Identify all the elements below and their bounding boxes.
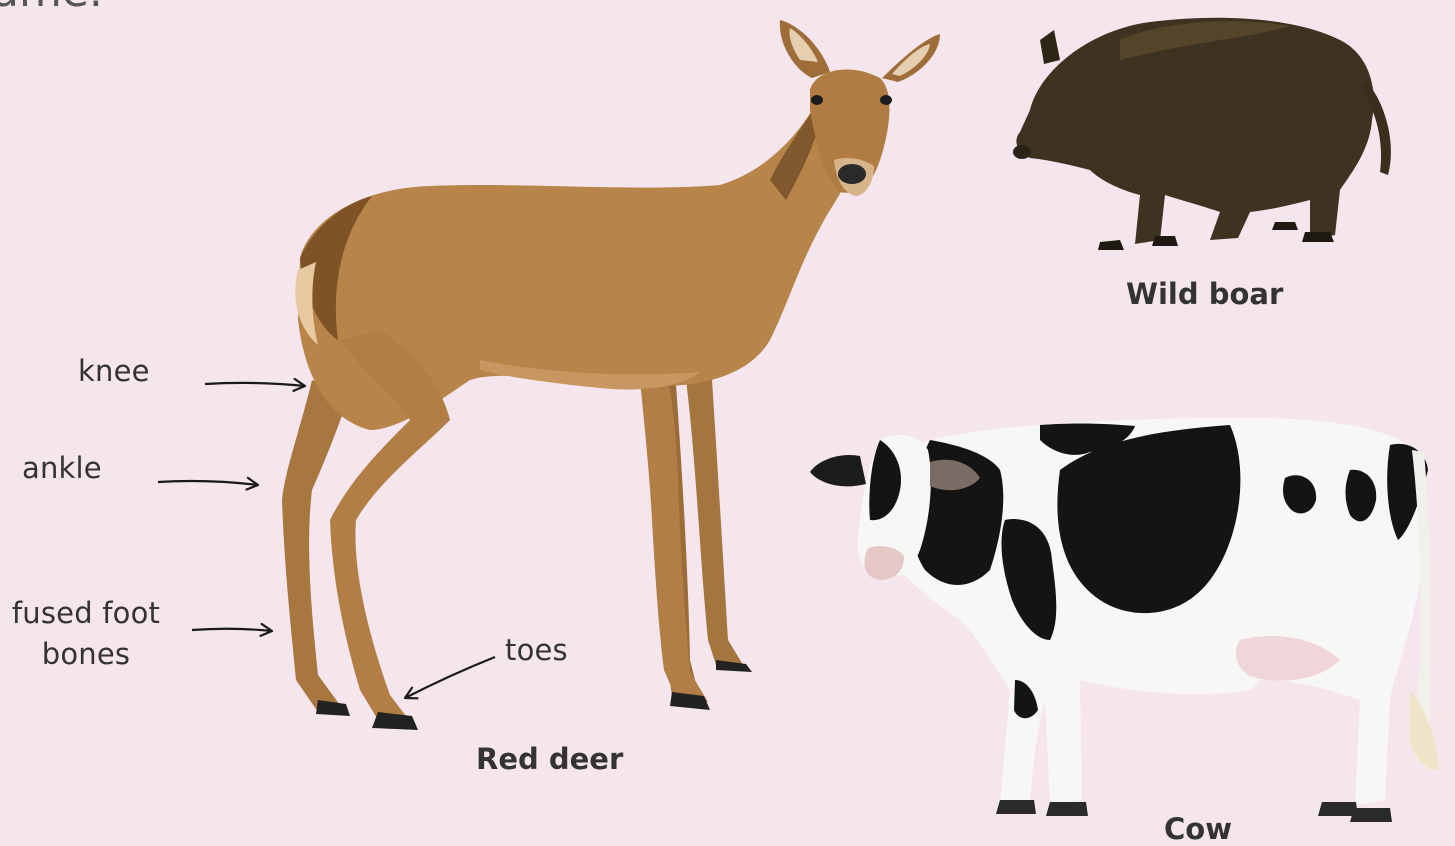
ankle-arrow [158,481,258,485]
fused-foot-line1: fused foot [10,592,162,636]
cow-caption: Cow [1164,812,1232,846]
toes-label: toes [505,629,568,673]
toes-arrow [405,657,495,698]
red-deer-image [282,20,940,730]
wild-boar-caption: Wild boar [1126,277,1283,311]
fused-foot-line2: bones [10,633,162,677]
wild-boar-image [1013,18,1391,250]
knee-label: knee [78,350,150,394]
fused-foot-arrow [192,629,272,631]
red-deer-caption: Red deer [476,742,623,776]
fused-foot-bones-label: fused foot bones [10,592,162,676]
ankle-label: ankle [22,447,102,491]
cow-image [810,418,1438,822]
knee-arrow [205,383,305,386]
